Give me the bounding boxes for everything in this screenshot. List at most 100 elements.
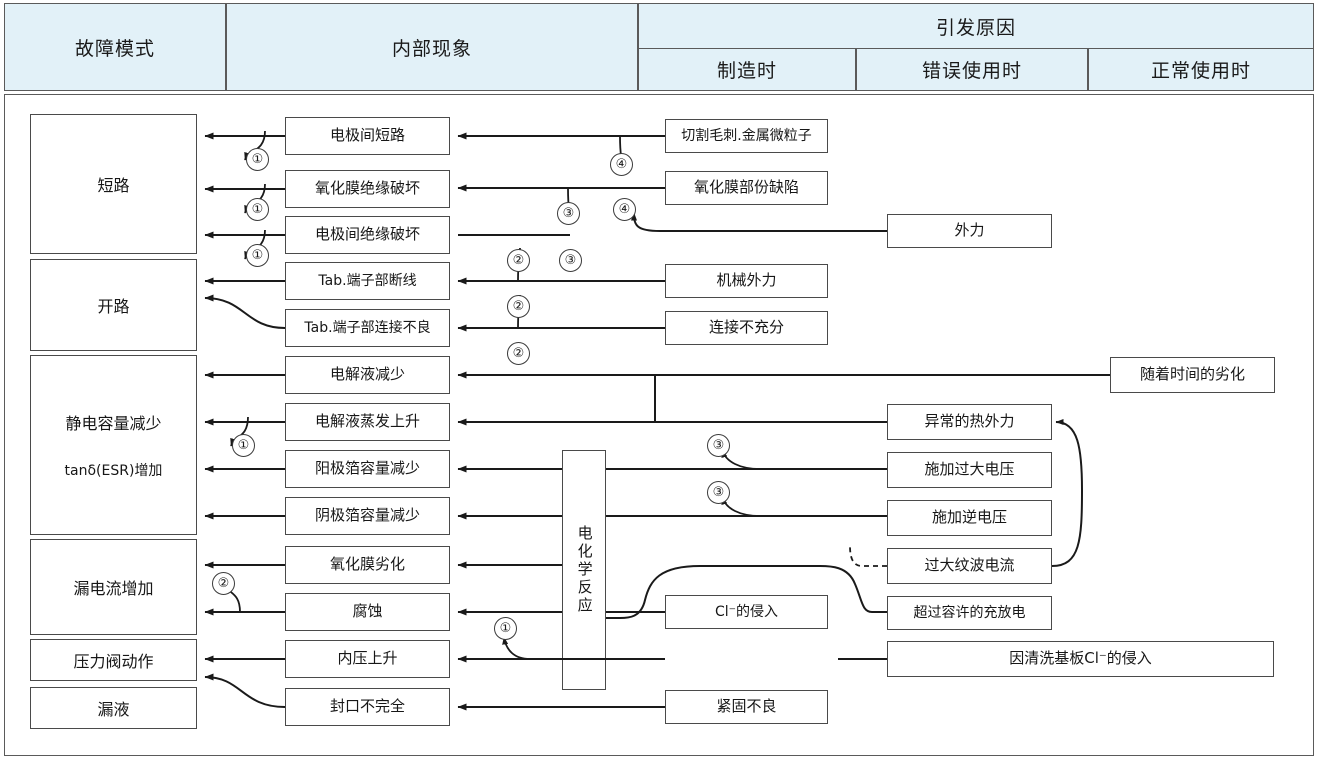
- marker-label: ②: [217, 576, 230, 591]
- internal-node-2: 电极间绝缘破坏: [285, 216, 450, 254]
- marker-2-b: ②: [507, 295, 530, 318]
- header-label-misuse: 错误使用时: [921, 60, 1022, 82]
- cause-label: 机械外力: [716, 271, 777, 290]
- header-cell-misuse: 错误使用时: [856, 48, 1088, 91]
- marker-1-e: ①: [494, 617, 517, 640]
- cause-misuse-6: 因清洗基板Cl⁻的侵入: [887, 641, 1274, 677]
- internal-node-label: 电极间绝缘破坏: [314, 225, 420, 244]
- internal-node-5: 电解液减少: [285, 356, 450, 394]
- cause-label: 连接不充分: [708, 318, 784, 337]
- marker-label: ①: [499, 621, 512, 636]
- cause-label: 过大纹波电流: [924, 556, 1015, 575]
- failure-mode-leakage: 漏液: [30, 687, 197, 729]
- failure-mode-short-circuit: 短路: [30, 114, 197, 254]
- header-label-manufacturing: 制造时: [716, 60, 777, 82]
- cause-misuse-1: 异常的热外力: [887, 404, 1052, 440]
- cause-label: Cl⁻的侵入: [714, 603, 779, 620]
- header-cell-cause-group: 引发原因: [638, 3, 1314, 49]
- cause-label: 切割毛刺.金属微粒子: [681, 127, 812, 144]
- marker-2-c: ②: [507, 342, 530, 365]
- marker-3-b: ③: [559, 249, 582, 272]
- header-cell-internal: 内部现象: [226, 3, 638, 91]
- internal-node-label: 氧化膜绝缘破坏: [314, 179, 420, 198]
- internal-node-9: 氧化膜劣化: [285, 546, 450, 584]
- internal-node-label: Tab.端子部断线: [318, 272, 417, 289]
- cause-label: 紧固不良: [716, 697, 777, 716]
- internal-node-6: 电解液蒸发上升: [285, 403, 450, 441]
- marker-label: ③: [712, 438, 725, 453]
- failure-mode-label-2: tanδ(ESR)增加: [64, 463, 163, 479]
- marker-label: ①: [251, 248, 264, 263]
- cause-mfg-5: 紧固不良: [665, 690, 828, 724]
- cause-mfg-0: 切割毛刺.金属微粒子: [665, 119, 828, 153]
- marker-1-d: ①: [232, 434, 255, 457]
- cause-mfg-2: 机械外力: [665, 264, 828, 298]
- marker-label: ②: [512, 346, 525, 361]
- internal-node-label: 封口不完全: [329, 697, 405, 716]
- cause-misuse-2: 施加过大电压: [887, 452, 1052, 488]
- header-label-cause-group: 引发原因: [935, 16, 1016, 39]
- failure-mode-capacitance-drop: 静电容量减少 tanδ(ESR)增加: [30, 355, 197, 535]
- marker-label: ③: [564, 253, 577, 268]
- cause-label: 异常的热外力: [924, 412, 1015, 431]
- internal-node-0: 电极间短路: [285, 117, 450, 155]
- cause-mfg-1: 氧化膜部份缺陷: [665, 171, 828, 205]
- internal-node-4: Tab.端子部连接不良: [285, 309, 450, 347]
- failure-mode-label: 开路: [97, 297, 130, 316]
- header-cell-normal: 正常使用时: [1088, 48, 1314, 91]
- marker-label: ③: [712, 485, 725, 500]
- cause-label: 氧化膜部份缺陷: [693, 178, 799, 197]
- marker-label: ②: [512, 253, 525, 268]
- cause-misuse-3: 施加逆电压: [887, 500, 1052, 536]
- internal-node-1: 氧化膜绝缘破坏: [285, 170, 450, 208]
- internal-node-label: 电极间短路: [329, 126, 405, 145]
- internal-node-label: 内压上升: [337, 649, 398, 668]
- marker-3-a: ③: [557, 202, 580, 225]
- cause-label: 施加逆电压: [931, 508, 1007, 527]
- cause-normal-0: 随着时间的劣化: [1110, 357, 1275, 393]
- header-label-failure-mode: 故障模式: [74, 37, 155, 60]
- failure-mode-label: 漏电流增加: [73, 579, 154, 598]
- internal-node-label: 电解液蒸发上升: [314, 412, 420, 431]
- marker-2-d: ②: [212, 572, 235, 595]
- electrochemical-reaction-label: 电化学反应: [575, 525, 594, 615]
- marker-2-a: ②: [507, 249, 530, 272]
- cause-mfg-4: Cl⁻的侵入: [665, 595, 828, 629]
- internal-node-10: 腐蚀: [285, 593, 450, 631]
- cause-misuse-5: 超过容许的充放电: [887, 596, 1052, 630]
- marker-label: ③: [562, 206, 575, 221]
- marker-label: ①: [237, 438, 250, 453]
- internal-node-3: Tab.端子部断线: [285, 262, 450, 300]
- failure-mode-pressure-valve: 压力阀动作: [30, 639, 197, 681]
- internal-node-label: 阳极箔容量减少: [314, 459, 420, 478]
- internal-node-label: 氧化膜劣化: [329, 555, 405, 574]
- internal-node-12: 封口不完全: [285, 688, 450, 726]
- cause-misuse-4: 过大纹波电流: [887, 548, 1052, 584]
- internal-node-11: 内压上升: [285, 640, 450, 678]
- marker-label: ①: [251, 152, 264, 167]
- internal-node-label: Tab.端子部连接不良: [304, 319, 431, 336]
- marker-1-b: ①: [246, 198, 269, 221]
- internal-node-label: 腐蚀: [352, 602, 383, 621]
- internal-node-label: 阴极箔容量减少: [314, 506, 420, 525]
- header-cell-failure-mode: 故障模式: [4, 3, 226, 91]
- marker-label: ①: [251, 202, 264, 217]
- marker-label: ②: [512, 299, 525, 314]
- marker-label: ④: [618, 202, 631, 217]
- marker-3-d: ③: [707, 481, 730, 504]
- internal-node-8: 阴极箔容量减少: [285, 497, 450, 535]
- marker-3-c: ③: [707, 434, 730, 457]
- marker-1-a: ①: [246, 148, 269, 171]
- header-cell-manufacturing: 制造时: [638, 48, 856, 91]
- failure-mode-label: 压力阀动作: [73, 652, 154, 671]
- failure-mode-label: 静电容量减少: [65, 414, 162, 433]
- failure-mode-open-circuit: 开路: [30, 259, 197, 351]
- cause-label: 施加过大电压: [924, 460, 1015, 479]
- marker-4-a: ④: [610, 153, 633, 176]
- marker-4-b: ④: [613, 198, 636, 221]
- internal-node-label: 电解液减少: [329, 365, 405, 384]
- cause-mfg-3: 连接不充分: [665, 311, 828, 345]
- internal-node-7: 阳极箔容量减少: [285, 450, 450, 488]
- failure-mode-label: 漏液: [97, 700, 130, 719]
- marker-label: ④: [615, 157, 628, 172]
